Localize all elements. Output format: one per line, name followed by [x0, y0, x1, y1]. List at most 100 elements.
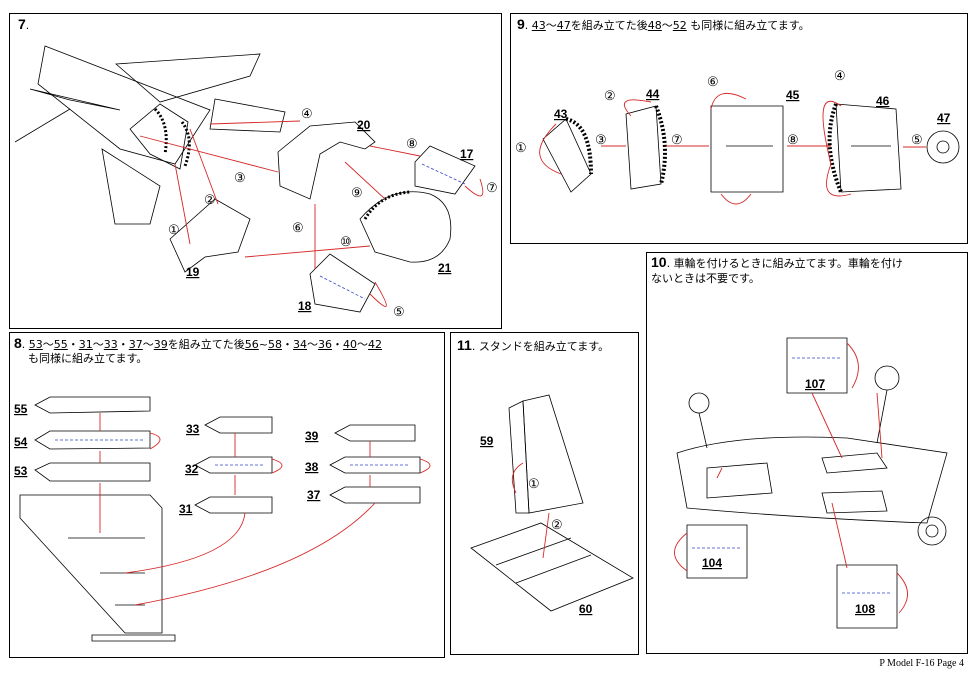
s8-r8: 58 [268, 338, 283, 351]
part-17-dash [421, 163, 466, 185]
wheel-right-icon [874, 365, 900, 391]
part-38 [329, 456, 421, 474]
p8-37: 37 [307, 488, 321, 502]
step9-ref-48: 48 [647, 19, 662, 32]
step8-title: 8. 53〜55・31〜33・37〜39を組み立てた後56~58・34〜36・4… [14, 336, 382, 351]
step10-dot: . [666, 257, 671, 270]
arrow10-a [811, 392, 843, 459]
s8-r6: 39 [153, 338, 168, 351]
s8-t6: 〜 [357, 338, 369, 351]
arrow-7 [464, 178, 484, 197]
wheel-left-icon [688, 392, 710, 414]
ventral-fin [209, 98, 286, 133]
part-21 [359, 191, 452, 263]
nozzle-ring-2 [180, 121, 191, 167]
step9-tail: も同様に組み立てます。 [686, 19, 810, 32]
p8-39: 39 [305, 429, 319, 443]
part-39 [334, 424, 416, 442]
step10-line1: 車輪を付けるときに組み立てます。車輪を付け [673, 257, 903, 270]
circle-5: ⑤ [393, 304, 405, 319]
part-60-line2 [515, 554, 592, 584]
arrow9-4 [822, 100, 852, 197]
circle-7: ⑦ [486, 180, 498, 195]
arrow11-1 [511, 462, 524, 494]
arrow8-k [271, 458, 283, 474]
step11-title: 11. スタンドを組み立てます。 [457, 337, 610, 353]
step9-ref-52: 52 [672, 19, 687, 32]
arrow-4 [209, 120, 301, 125]
step10-line2: ないときは不要です。 [651, 272, 760, 285]
p9-43: 43 [554, 107, 568, 121]
arrow-2 [189, 128, 219, 205]
arrow9-6 [710, 92, 747, 110]
s8-t5: 〜 [307, 338, 319, 351]
p10-108: 108 [855, 602, 875, 616]
step9-title: 9. 43〜47を組み立てた後48〜52 も同様に組み立てます。 [517, 16, 810, 32]
part-45 [710, 105, 784, 193]
arrow8-j [149, 432, 161, 450]
p9-46: 46 [876, 94, 890, 108]
s8-t1: 〜 [42, 338, 54, 351]
c9-5: ⑤ [911, 132, 923, 147]
s8-d3: ・ [282, 338, 294, 351]
circle-2: ② [204, 192, 216, 207]
step11-text: スタンドを組み立てます。 [478, 340, 610, 353]
part-31 [194, 496, 273, 514]
part-59-right [522, 394, 584, 514]
part-label-21: 21 [438, 261, 452, 275]
p8-53: 53 [14, 464, 28, 478]
c9-3: ③ [595, 132, 607, 147]
arrow-9 [344, 161, 386, 200]
p8-54: 54 [14, 435, 28, 449]
step9-number: 9 [517, 16, 525, 32]
part-60 [470, 522, 634, 612]
p9-45: 45 [786, 88, 800, 102]
part-label-20: 20 [357, 118, 371, 132]
s8-d4: ・ [332, 338, 344, 351]
step7-title: 7. [18, 17, 29, 32]
arrow8-i [134, 502, 376, 606]
step8-line2: も同様に組み立てます。 [28, 352, 148, 365]
p8-55: 55 [14, 402, 28, 416]
p9-47: 47 [937, 111, 951, 125]
step11-panel: 11. スタンドを組み立てます。 ① ② 59 60 [450, 332, 639, 655]
arrow10-e [674, 532, 688, 572]
page-footer: P Model F-16 Page 4 [879, 658, 964, 669]
c11-2: ② [551, 517, 563, 532]
step11-number: 11 [457, 337, 472, 353]
part-19 [169, 198, 251, 273]
c11-1: ① [528, 476, 540, 491]
arrow-5 [369, 281, 387, 307]
s8-mid: を組み立てた後 [167, 338, 245, 351]
part-33 [204, 416, 273, 434]
p10-104: 104 [702, 556, 722, 570]
s8-r1: 53 [28, 338, 43, 351]
s8-r10: 36 [318, 338, 333, 351]
arrow9-5 [720, 193, 752, 205]
part-47-inner [936, 140, 950, 154]
c9-6: ⑥ [707, 74, 719, 89]
p8-31: 31 [179, 502, 193, 516]
strut-right [876, 389, 888, 444]
part-107 [786, 337, 848, 394]
step9-mid: を組み立てた後 [570, 19, 648, 32]
part-37 [329, 486, 421, 504]
part-label-17: 17 [460, 147, 474, 161]
strut-left [698, 412, 708, 449]
p10-107: 107 [805, 377, 825, 391]
p11-59: 59 [480, 434, 494, 448]
wing-base [91, 634, 176, 642]
step8-dot: . [21, 338, 26, 351]
step9-ref-47: 47 [556, 19, 571, 32]
part-18 [309, 253, 376, 313]
part-label-19: 19 [186, 265, 200, 279]
step9-panel: 9. 43〜47を組み立てた後48〜52 も同様に組み立てます。 [510, 13, 968, 244]
p9-44: 44 [646, 87, 660, 101]
s8-d1: ・ [67, 338, 79, 351]
circle-4: ④ [301, 106, 313, 121]
s8-r2: 55 [53, 338, 68, 351]
circle-1: ① [168, 222, 180, 237]
s8-r5: 37 [128, 338, 143, 351]
s8-r4: 33 [103, 338, 118, 351]
step9-ref-43: 43 [531, 19, 546, 32]
